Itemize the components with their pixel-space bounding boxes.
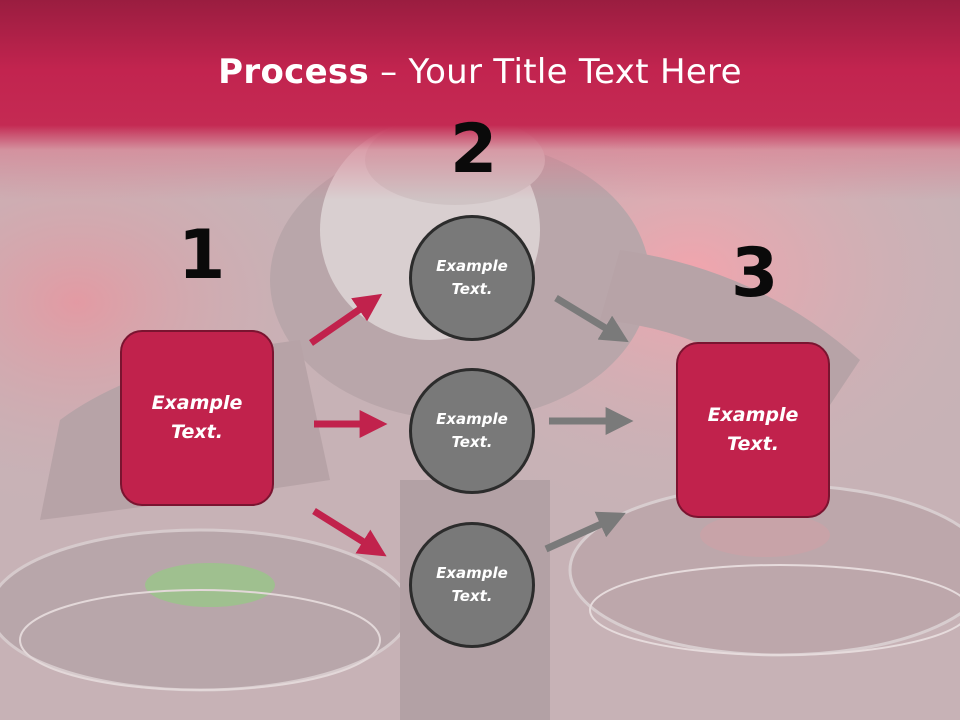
page-title: Process – Your Title Text Here (0, 52, 960, 92)
circle-top-text: Example Text. (436, 255, 508, 301)
right-box-text: Example Text. (708, 401, 799, 459)
circle-bottom-text: Example Text. (436, 562, 508, 608)
title-rest: – Your Title Text Here (369, 52, 742, 92)
left-box-line2: Text. (171, 421, 223, 443)
process-circle-middle: Example Text. (409, 368, 535, 494)
step-number-1: 1 (178, 216, 226, 295)
arrow-top-to-right (554, 295, 629, 343)
arrow-left-to-top (309, 293, 383, 346)
process-circle-top: Example Text. (409, 215, 535, 341)
left-box-text: Example Text. (152, 389, 243, 447)
circle-top-line2: Text. (451, 280, 493, 298)
circle-middle-text: Example Text. (436, 408, 508, 454)
title-bold: Process (218, 52, 370, 92)
process-circle-bottom: Example Text. (409, 522, 535, 648)
right-process-box: Example Text. (676, 342, 830, 518)
arrow-left-to-bottom (312, 508, 387, 557)
arrow-bottom-to-right (544, 511, 626, 553)
circle-bottom-line1: Example (436, 564, 508, 582)
circle-middle-line2: Text. (451, 433, 493, 451)
right-box-line1: Example (707, 404, 799, 426)
step-number-2: 2 (450, 110, 498, 189)
circle-bottom-line2: Text. (451, 587, 493, 605)
circle-middle-line1: Example (436, 410, 508, 428)
right-box-line2: Text. (727, 433, 779, 455)
circle-top-line1: Example (436, 257, 508, 275)
header-band (0, 0, 960, 200)
left-box-line1: Example (151, 392, 243, 414)
left-process-box: Example Text. (120, 330, 274, 506)
step-number-3: 3 (731, 234, 779, 313)
